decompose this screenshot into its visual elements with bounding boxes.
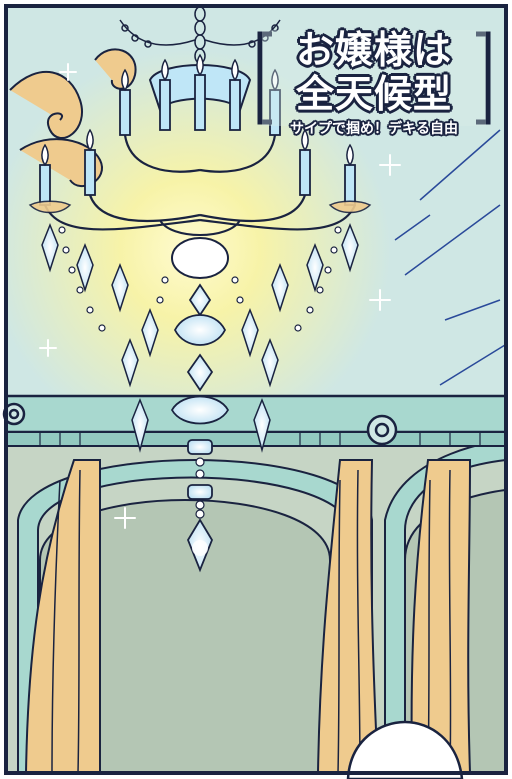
- chandelier-bowl: [159, 219, 241, 236]
- title-line-2: 全天候型: [295, 72, 452, 116]
- light-streaks: [394, 129, 506, 386]
- panel-border: [4, 4, 508, 775]
- bracket-frame: [257, 31, 491, 125]
- chandelier-pendant-beads: [195, 457, 205, 519]
- arch-left-opening: [39, 499, 331, 774]
- curtain-left: [24, 459, 102, 774]
- beam-fluting: [39, 432, 481, 446]
- beam-rosettes: [2, 402, 398, 446]
- chandelier-illustration: [28, 6, 372, 573]
- chandelier-arms: [43, 134, 357, 231]
- chandelier-crystals: [41, 222, 359, 453]
- pendant-glint: [192, 540, 208, 556]
- title-line-1: お嬢様は: [295, 28, 452, 72]
- beam-molding: [5, 431, 507, 447]
- candle-flames-lower: [41, 128, 354, 167]
- candle-flames-upper: [121, 53, 279, 92]
- chandelier-chain: [119, 6, 281, 64]
- chandelier-body: [171, 237, 229, 279]
- title-backing: [262, 30, 486, 126]
- chandelier-arms-fill: [28, 200, 372, 214]
- chandelier-pendant: [170, 283, 230, 573]
- subtitle: サイプで掴め！デキる自由: [290, 121, 458, 137]
- curtain-center: [316, 459, 380, 774]
- curtain-center-folds: [337, 469, 361, 774]
- sparkle-icon: [39, 63, 401, 529]
- chandelier-bead-strands: [58, 226, 342, 332]
- title-block: お嬢様は 全天候型 サイプで掴め！デキる自由: [262, 28, 486, 138]
- curtain-left-folds: [51, 469, 81, 774]
- curtain-right: [410, 459, 472, 774]
- speech-bubble: [346, 720, 464, 779]
